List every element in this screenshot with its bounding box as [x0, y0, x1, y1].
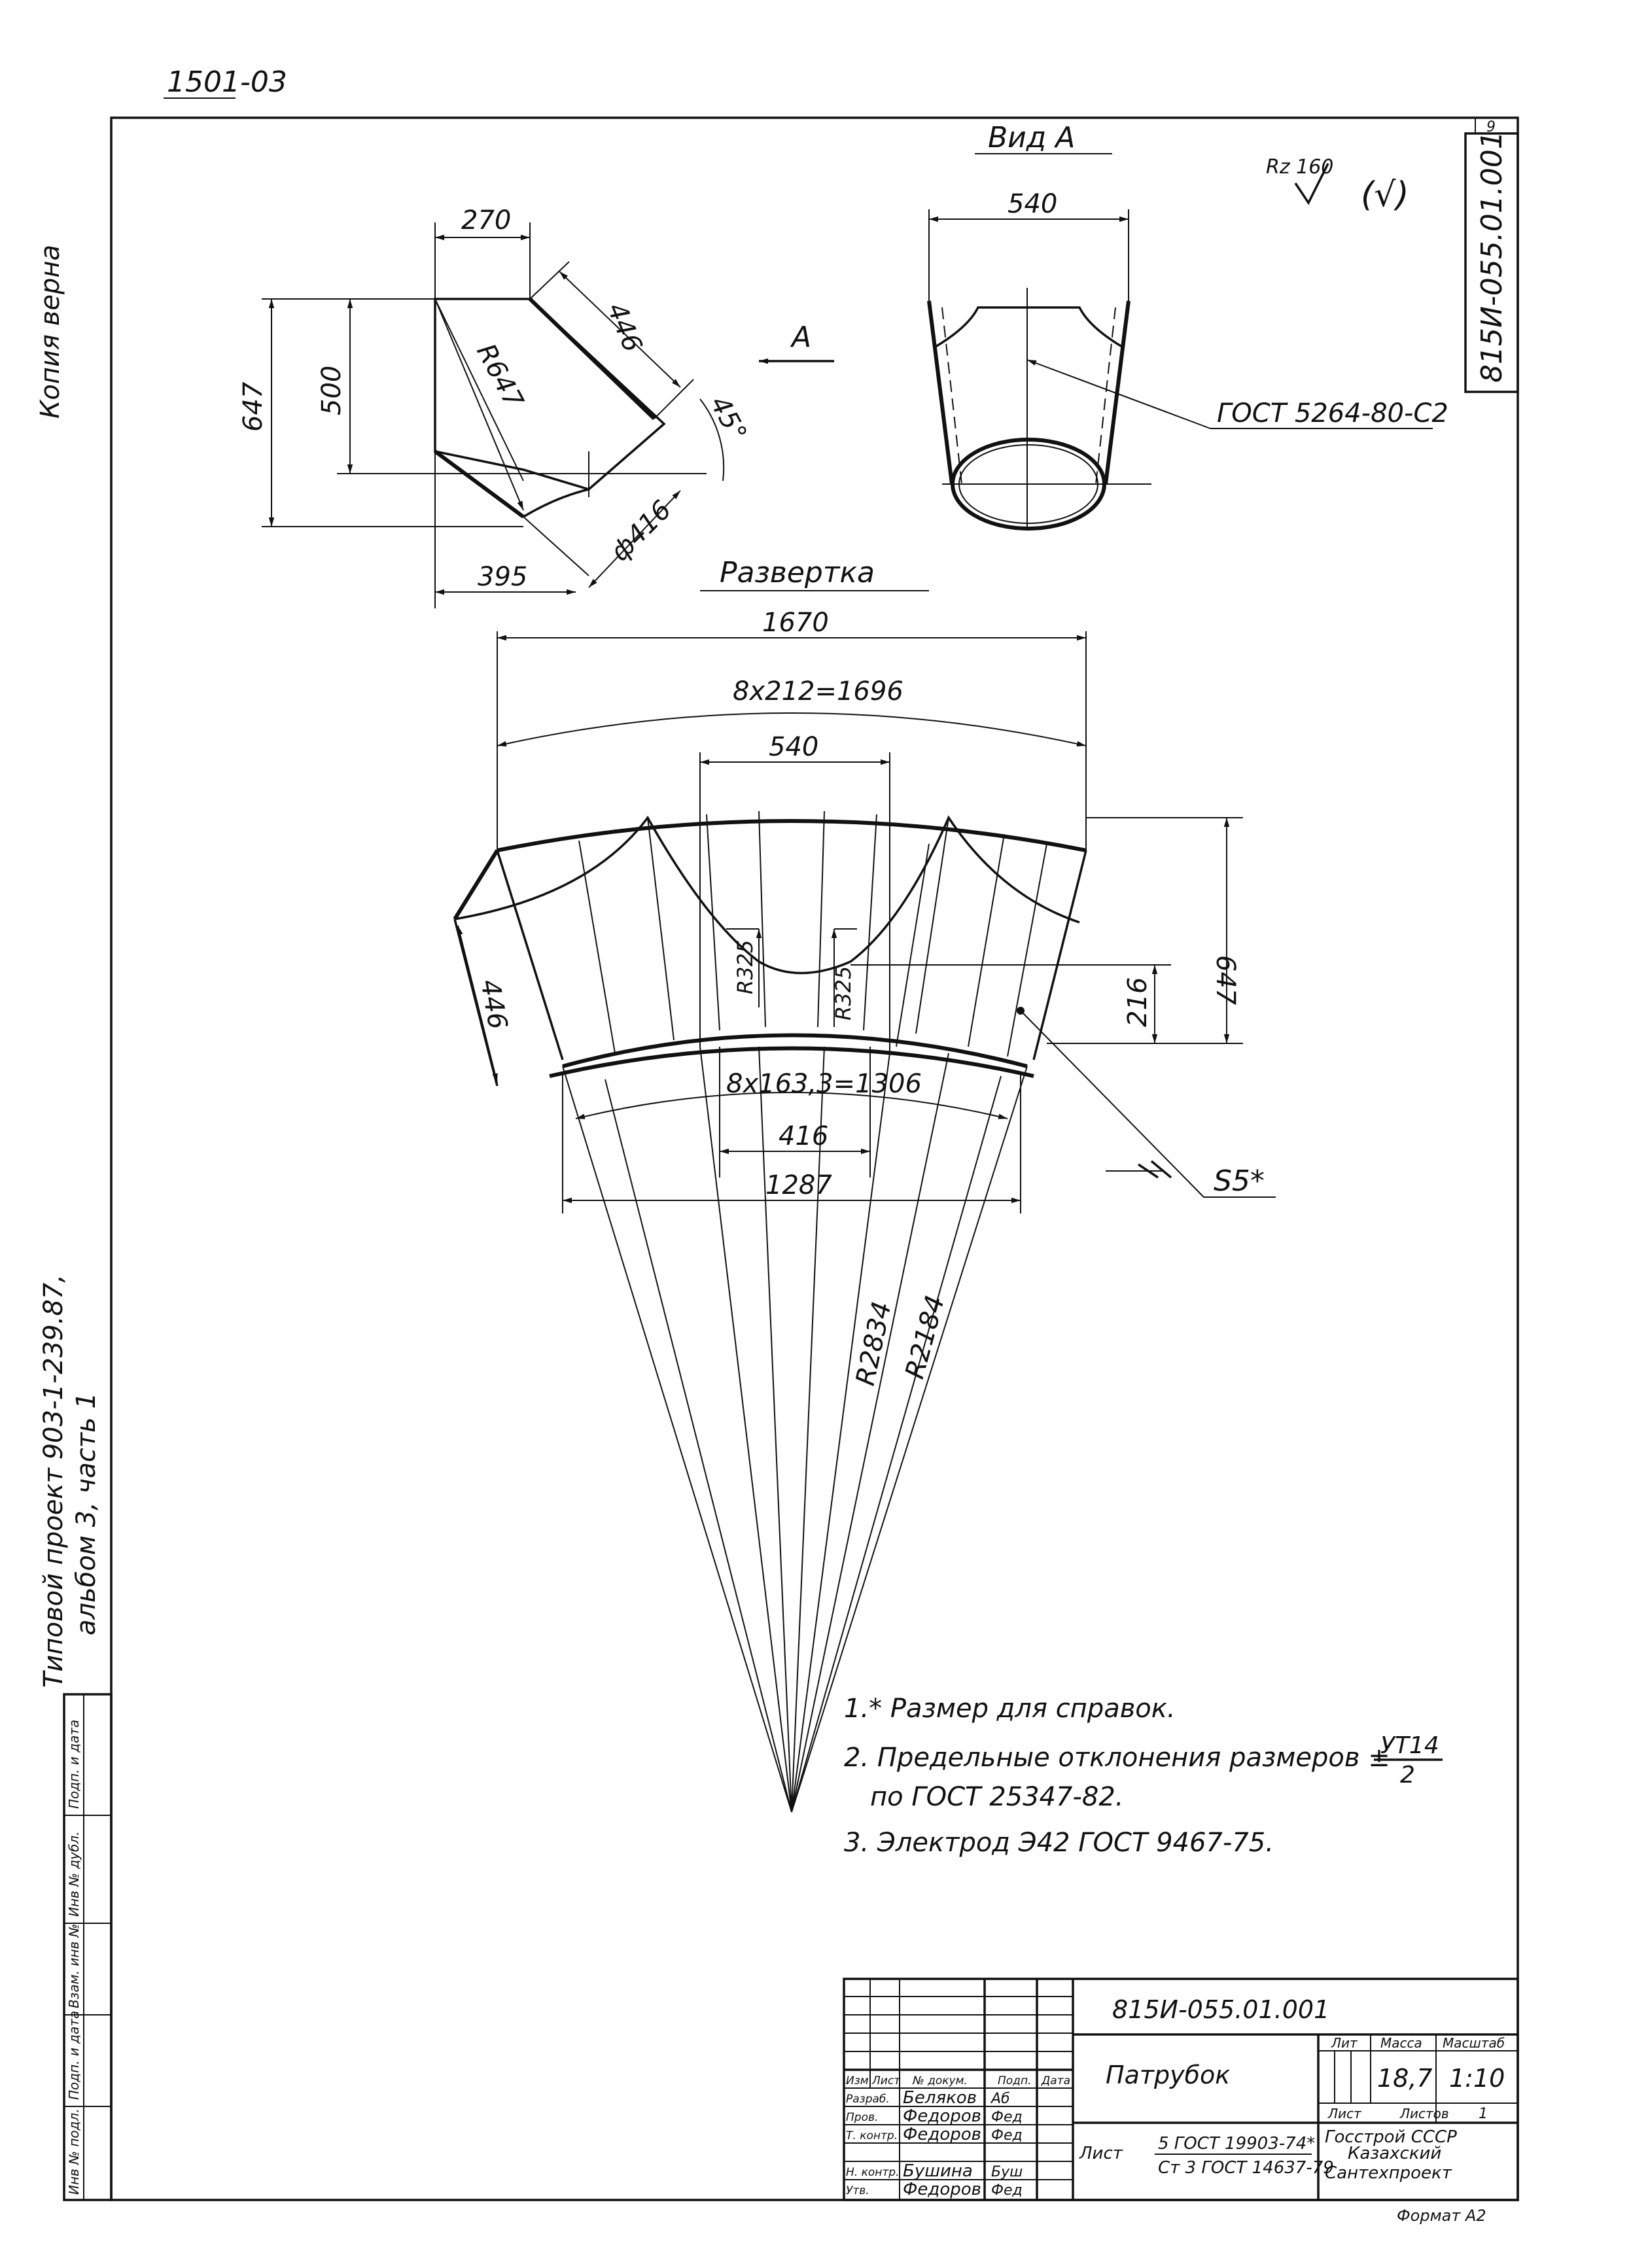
tb-role-4: Н. контр. — [846, 2166, 899, 2179]
left-strip-podp-date-2: Подп. и дата — [66, 1720, 82, 1809]
tb-role-5: Утв. — [846, 2184, 869, 2197]
tb-sign-4: Буш — [991, 2164, 1023, 2180]
roughness-general: (√) — [1361, 175, 1409, 215]
dev-radius-inner: R2184 — [900, 1293, 951, 1382]
tb-sign-0: Аб — [990, 2091, 1010, 2107]
tb-scale: 1:10 — [1449, 2064, 1505, 2093]
note-2-fraction-den: 2 — [1400, 1762, 1415, 1788]
tb-col-izm: Изм — [846, 2074, 869, 2087]
tb-material-bottom: Ст 3 ГОСТ 14637-79 — [1158, 2158, 1334, 2178]
front-dim-500: 500 — [317, 366, 347, 415]
left-strip-vzam-inv: Взам. инв № — [66, 1924, 82, 2008]
dev-radius-outer: R2834 — [850, 1299, 898, 1388]
tb-part-name: Патрубок — [1106, 2061, 1230, 2089]
tb-sheet-label: Лист — [1327, 2106, 1362, 2121]
dev-dim-1670: 1670 — [762, 608, 829, 638]
dev-dim-416: 416 — [779, 1121, 828, 1151]
tb-format: Формат А2 — [1397, 2207, 1486, 2225]
tb-col-date: Дата — [1041, 2074, 1070, 2087]
dev-arc-1306: 8x163,3=1306 — [726, 1069, 922, 1099]
dev-dim-540: 540 — [769, 732, 818, 762]
front-view — [262, 222, 725, 608]
front-dim-270: 270 — [461, 205, 511, 236]
tb-name-2: Федоров — [903, 2125, 981, 2144]
tb-sign-2: Фед — [991, 2127, 1023, 2144]
view-a-dim-540: 540 — [1008, 189, 1057, 219]
tb-name-1: Федоров — [903, 2106, 981, 2126]
note-1: 1.* Размер для справок. — [844, 1694, 1176, 1724]
tb-name-5: Федоров — [903, 2180, 981, 2199]
left-strip-inv-podl: Инв № подл. — [66, 2108, 82, 2195]
dev-r325-left: R325 — [733, 940, 758, 994]
dev-dim-647: 647 — [1210, 955, 1240, 1005]
left-strip-table — [63, 1693, 113, 2201]
project-label-line2: альбом 3, часть 1 — [71, 1392, 101, 1635]
tb-role-2: Т. контр. — [846, 2129, 898, 2142]
tb-material-top: 5 ГОСТ 19903-74* — [1158, 2134, 1315, 2154]
side-document-code: 815И-055.01.001 — [1475, 131, 1509, 383]
note-3: 3. Электрод Э42 ГОСТ 9467-75. — [844, 1828, 1274, 1858]
note-2-fraction-num: УТ14 — [1380, 1732, 1439, 1759]
front-diameter-416: ф416 — [605, 495, 678, 567]
tb-role-0: Разраб. — [846, 2093, 890, 2106]
tb-role-1: Пров. — [846, 2111, 878, 2124]
title-block — [843, 1978, 1519, 2201]
tb-org-2: Казахский — [1348, 2144, 1441, 2163]
dev-r325-right: R325 — [831, 966, 856, 1021]
tb-mass-header: Масса — [1380, 2035, 1422, 2051]
left-strip-podp-date-1: Подп. и дата — [66, 2011, 82, 2100]
tb-scale-header: Масштаб — [1443, 2035, 1505, 2051]
front-radius-r647: R647 — [470, 339, 529, 413]
tb-col-sign: Подп. — [998, 2074, 1031, 2087]
tb-org-3: Сантехпроект — [1325, 2163, 1452, 2183]
tb-col-list: Лист — [871, 2074, 901, 2087]
roughness-symbol — [1294, 163, 1329, 205]
tb-name-0: Беляков — [903, 2088, 977, 2108]
tb-sheets-value: 1 — [1479, 2106, 1488, 2122]
tb-col-doc: № докум. — [912, 2074, 968, 2087]
dev-arc-1696: 8x212=1696 — [733, 676, 903, 707]
tb-sheets-label: Листов — [1399, 2106, 1449, 2121]
tb-name-4: Бушина — [903, 2161, 973, 2181]
tb-designation: 815И-055.01.001 — [1112, 1995, 1329, 2024]
front-dim-647: 647 — [238, 381, 268, 432]
dev-dim-216: 216 — [1123, 977, 1153, 1027]
development-pattern — [453, 631, 1276, 1813]
development-title: Развертка — [720, 556, 875, 589]
left-strip-inv-dubl: Инв № дубл. — [66, 1832, 82, 1917]
front-angle-45: 45° — [704, 391, 752, 446]
front-dim-446: 446 — [601, 299, 648, 357]
tb-mass: 18,7 — [1377, 2064, 1433, 2093]
view-arrow-label: A — [790, 321, 811, 354]
tb-lit-header: Лит — [1331, 2035, 1358, 2051]
note-2: 2. Предельные отклонения размеров ± — [844, 1743, 1390, 1773]
tb-sign-5: Фед — [991, 2182, 1023, 2199]
corner-reference: 1501-03 — [167, 65, 287, 99]
dev-thickness: S5* — [1214, 1164, 1265, 1198]
view-a-title: Вид А — [988, 121, 1075, 154]
note-2-continued: по ГОСТ 25347-82. — [870, 1782, 1123, 1812]
side-view-a — [927, 153, 1433, 531]
tb-material-prefix: Лист — [1079, 2144, 1123, 2163]
copy-stamp: Копия верна — [35, 245, 65, 419]
frame — [110, 116, 1519, 2201]
tb-org-1: Госстрой СССР — [1325, 2127, 1457, 2147]
project-label-line1: Типовой проект 903-1-239.87, — [39, 1274, 69, 1688]
weld-note: ГОСТ 5264-80-С2 — [1217, 398, 1448, 428]
sheet-number: 9 — [1486, 119, 1496, 135]
tb-sign-1: Фед — [991, 2109, 1023, 2125]
front-dim-395: 395 — [478, 562, 527, 592]
dev-dim-1287: 1287 — [765, 1170, 832, 1200]
